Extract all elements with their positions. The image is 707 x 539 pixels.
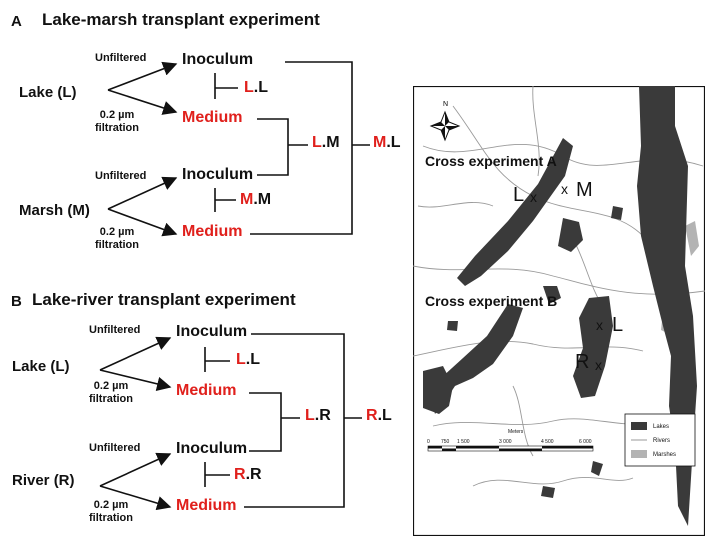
map-cross-b-label: Cross experiment B xyxy=(425,293,557,309)
bracket-a-ll xyxy=(214,73,238,99)
arrow-b2-down xyxy=(99,485,172,511)
legend-lakes-swatch xyxy=(631,422,647,430)
panel-b-code-rl: R.L xyxy=(366,407,392,424)
panel-b-inoculum-2: Inoculum xyxy=(176,440,248,457)
panel-a-medium-1: Medium xyxy=(182,109,243,126)
scale-tick-5: 6 000 xyxy=(579,439,592,445)
compass-icon xyxy=(429,110,461,142)
legend-marshes-swatch xyxy=(631,450,647,458)
arrow-a2-up xyxy=(107,176,178,210)
map-cross-a-l: L xyxy=(513,184,524,206)
panel-a-code-ll: L.L xyxy=(244,79,268,96)
panel-b-code-lr: L.R xyxy=(305,407,331,424)
arrow-a1-up xyxy=(107,61,178,91)
panel-b-letter: B xyxy=(11,293,22,310)
lakes xyxy=(423,86,697,526)
panel-b-title: Lake-river transplant experiment xyxy=(32,290,296,309)
bracket-b-lr xyxy=(249,392,300,452)
panel-a-code-mm: M.M xyxy=(240,191,272,208)
map-legend: Lakes Rivers Marshes xyxy=(624,413,696,467)
panel-a-title: Lake-marsh transplant experiment xyxy=(42,10,320,29)
bracket-a-lm xyxy=(257,118,308,176)
panel-a-medium-2: Medium xyxy=(182,223,243,240)
panel-b-source-lake: Lake (L) xyxy=(12,358,70,375)
panel-b-unfiltered-1: Unfiltered xyxy=(89,324,141,336)
panel-a-source-marsh: Marsh (M) xyxy=(19,202,90,219)
scale-bar: Meters 0 750 1 500 3 000 4 500 6 000 xyxy=(427,429,594,452)
panel-a-code-ml: M.L xyxy=(373,134,401,151)
legend-marshes: Marshes xyxy=(653,452,676,458)
scale-tick-0: 0 xyxy=(427,439,430,445)
bracket-b-rr xyxy=(204,462,230,487)
panel-a-inoculum-2: Inoculum xyxy=(182,166,254,183)
panel-a-unfiltered-2: Unfiltered xyxy=(95,170,147,182)
map-cross-b-r: R xyxy=(575,351,589,373)
panel-a-unfiltered-1: Unfiltered xyxy=(95,52,147,64)
bracket-b-rl xyxy=(244,333,362,508)
legend-lakes: Lakes xyxy=(653,424,669,430)
map-cross-a-x2: x xyxy=(561,181,568,197)
panel-a-source-lake: Lake (L) xyxy=(19,84,77,101)
bracket-b-ll xyxy=(204,347,230,372)
scale-title: Meters xyxy=(508,429,524,435)
map-cross-a-m: M xyxy=(576,179,593,201)
bracket-a-ml xyxy=(250,61,370,235)
arrow-a2-down xyxy=(107,208,178,237)
panel-a-letter: A xyxy=(11,13,22,30)
panel-b-medium-1: Medium xyxy=(176,382,237,399)
panel-b-code-rr: R.R xyxy=(234,466,262,483)
map-cross-b-x1: x xyxy=(596,317,603,333)
map-north: N xyxy=(443,101,448,108)
arrow-b1-up xyxy=(99,336,172,371)
scale-tick-3: 3 000 xyxy=(499,439,512,445)
panel-b-unfiltered-2: Unfiltered xyxy=(89,442,141,454)
legend-rivers: Rivers xyxy=(653,438,670,444)
arrow-b1-down xyxy=(99,369,172,391)
scale-tick-1: 750 xyxy=(441,439,450,445)
map-cross-a-label: Cross experiment A xyxy=(425,153,557,169)
scale-tick-4: 4 500 xyxy=(541,439,554,445)
map-cross-b-l: L xyxy=(612,314,623,336)
scale-tick-2: 1 500 xyxy=(457,439,470,445)
map-cross-a-x1: x xyxy=(530,189,537,205)
panel-b-medium-2: Medium xyxy=(176,497,237,514)
panel-b-inoculum-1: Inoculum xyxy=(176,323,248,340)
panel-a-code-lm: L.M xyxy=(312,134,340,151)
panel-b-code-ll: L.L xyxy=(236,351,260,368)
panel-b-source-river: River (R) xyxy=(12,472,75,489)
study-area-map: N Cross experiment A L x x M Cross exper… xyxy=(413,86,705,536)
arrow-a1-down xyxy=(107,89,178,115)
panel-a-inoculum-1: Inoculum xyxy=(182,51,254,68)
bracket-a-mm xyxy=(214,188,236,212)
map-cross-b-x2: x xyxy=(595,357,602,373)
arrow-b2-up xyxy=(99,452,172,487)
